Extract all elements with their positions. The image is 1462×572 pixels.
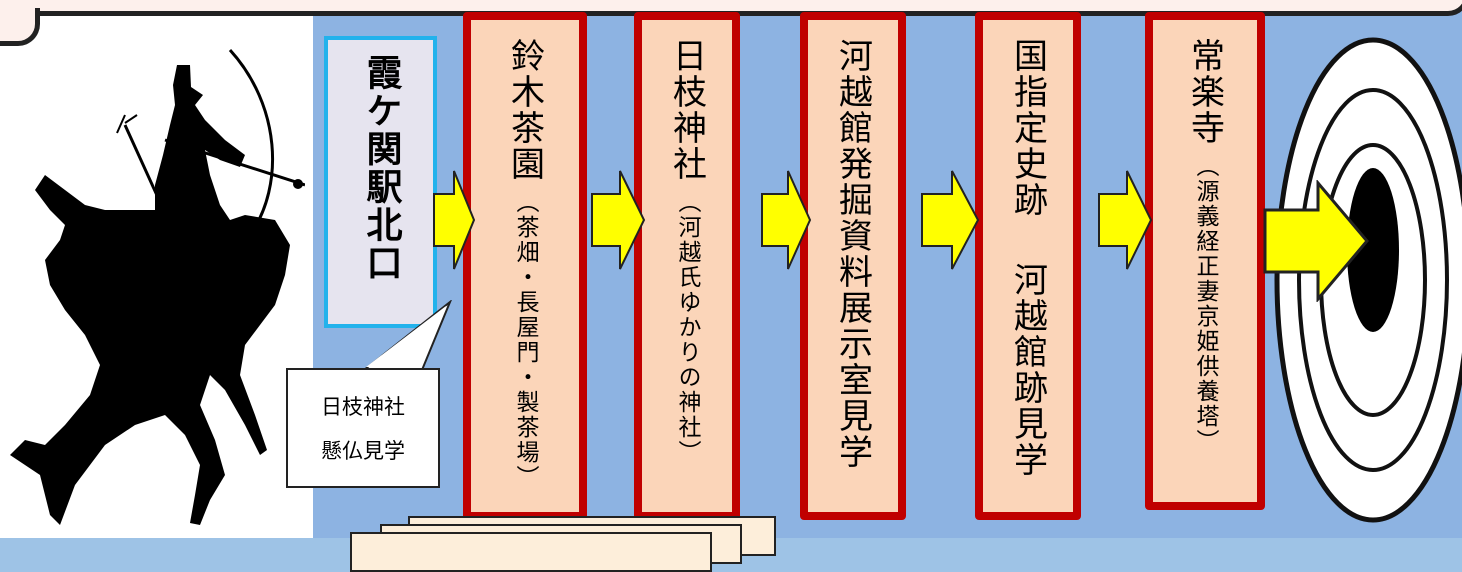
arrow-right-icon bbox=[433, 170, 476, 270]
stop-name: 常楽寺 bbox=[1184, 38, 1225, 146]
callout-note: 日枝神社 懸仏見学 bbox=[286, 368, 440, 488]
stop-name: 河越館発掘資料展示室見学 bbox=[832, 38, 873, 470]
stop-kawagoe-yakata-site: 国指定史跡 河越館跡見学 bbox=[975, 12, 1081, 520]
arrow-right-icon bbox=[761, 170, 812, 270]
stop-name: 国指定史跡 bbox=[1007, 38, 1048, 218]
stop-hie-jinja: 日枝神社 （河越氏ゆかりの神社） bbox=[634, 12, 740, 520]
banner-tail bbox=[0, 8, 40, 46]
archery-target-icon bbox=[1274, 37, 1462, 523]
mounted-archer-icon bbox=[10, 48, 305, 525]
arrow-into-target-icon bbox=[1263, 180, 1369, 302]
callout-tail-cover bbox=[366, 306, 446, 367]
arrow-right-icon bbox=[1098, 170, 1153, 270]
stop-name-line2: 河越館跡見学 bbox=[1007, 262, 1048, 478]
stop-note: （茶畑・長屋門・製茶場） bbox=[512, 190, 538, 490]
start-station-box: 霞ケ関駅北口 bbox=[324, 36, 437, 328]
stop-jorakuji: 常楽寺 （源義経正妻京姫供養塔） bbox=[1145, 12, 1265, 510]
stop-suzuki-chaen: 鈴木茶園 （茶畑・長屋門・製茶場） bbox=[463, 12, 587, 520]
arrow-right-icon bbox=[921, 170, 980, 270]
start-station-label: 霞ケ関駅北口 bbox=[360, 54, 402, 282]
arrow-right-icon bbox=[591, 170, 646, 270]
callout-line2: 懸仏見学 bbox=[321, 439, 405, 463]
stop-name: 鈴木茶園 bbox=[504, 38, 545, 182]
stop-excavation-museum: 河越館発掘資料展示室見学 bbox=[800, 12, 906, 520]
callout-line1: 日枝神社 bbox=[321, 395, 405, 419]
stop-name: 日枝神社 bbox=[666, 38, 707, 182]
stop-note: （河越氏ゆかりの神社） bbox=[674, 190, 700, 465]
stop-note: （源義経正妻京姫供養塔） bbox=[1192, 154, 1218, 454]
stacked-sheet bbox=[350, 532, 712, 572]
